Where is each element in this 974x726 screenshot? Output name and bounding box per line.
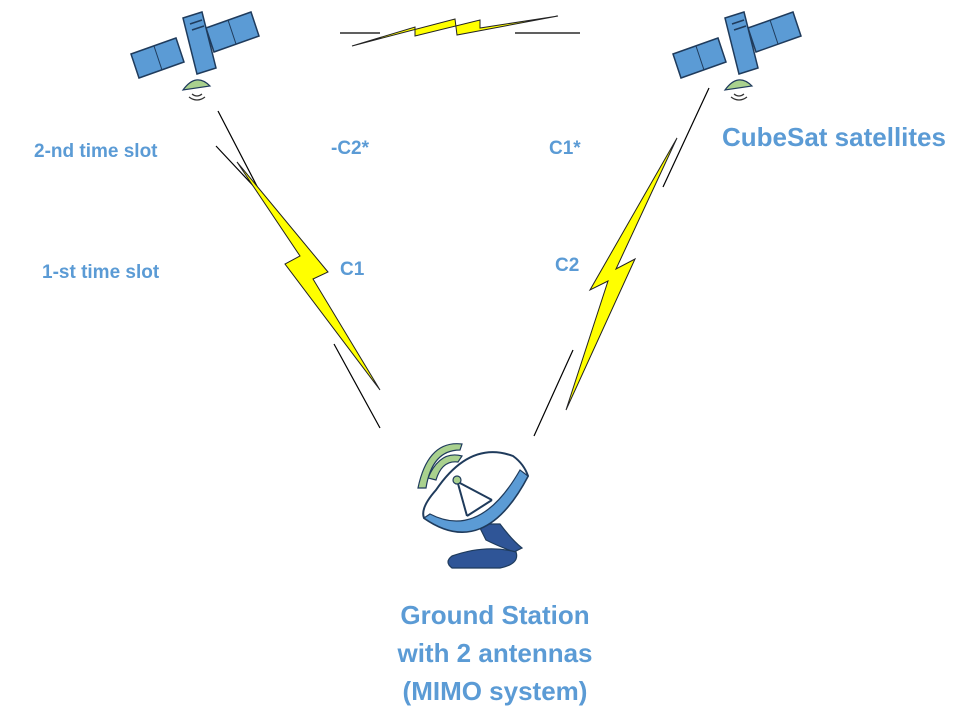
lightning-link-icon-right: [533, 87, 710, 437]
ground-station-line-3: (MIMO system): [402, 676, 588, 706]
ground-station-line-1: Ground Station: [400, 600, 590, 630]
label-minus-c2-conj: -C2*: [331, 138, 370, 159]
label-second-time-slot: 2-nd time slot: [34, 141, 158, 162]
lightning-link-icon-left: [215, 110, 381, 429]
ground-station-caption: Ground Station with 2 antennas (MIMO sys…: [340, 596, 650, 710]
ground-station-line-2: with 2 antennas: [397, 638, 593, 668]
ground-station-dish-icon: [417, 443, 530, 569]
lightning-link-icon-top: [340, 15, 580, 47]
label-c1-conj: C1*: [549, 138, 581, 159]
satellite-icon-left: [130, 11, 260, 101]
label-cubesat-satellites: CubeSat satellites: [722, 122, 946, 152]
label-first-time-slot: 1-st time slot: [42, 262, 160, 283]
label-c1: C1: [340, 259, 365, 280]
satellite-icon-right: [672, 11, 802, 101]
label-c2: C2: [555, 255, 580, 276]
